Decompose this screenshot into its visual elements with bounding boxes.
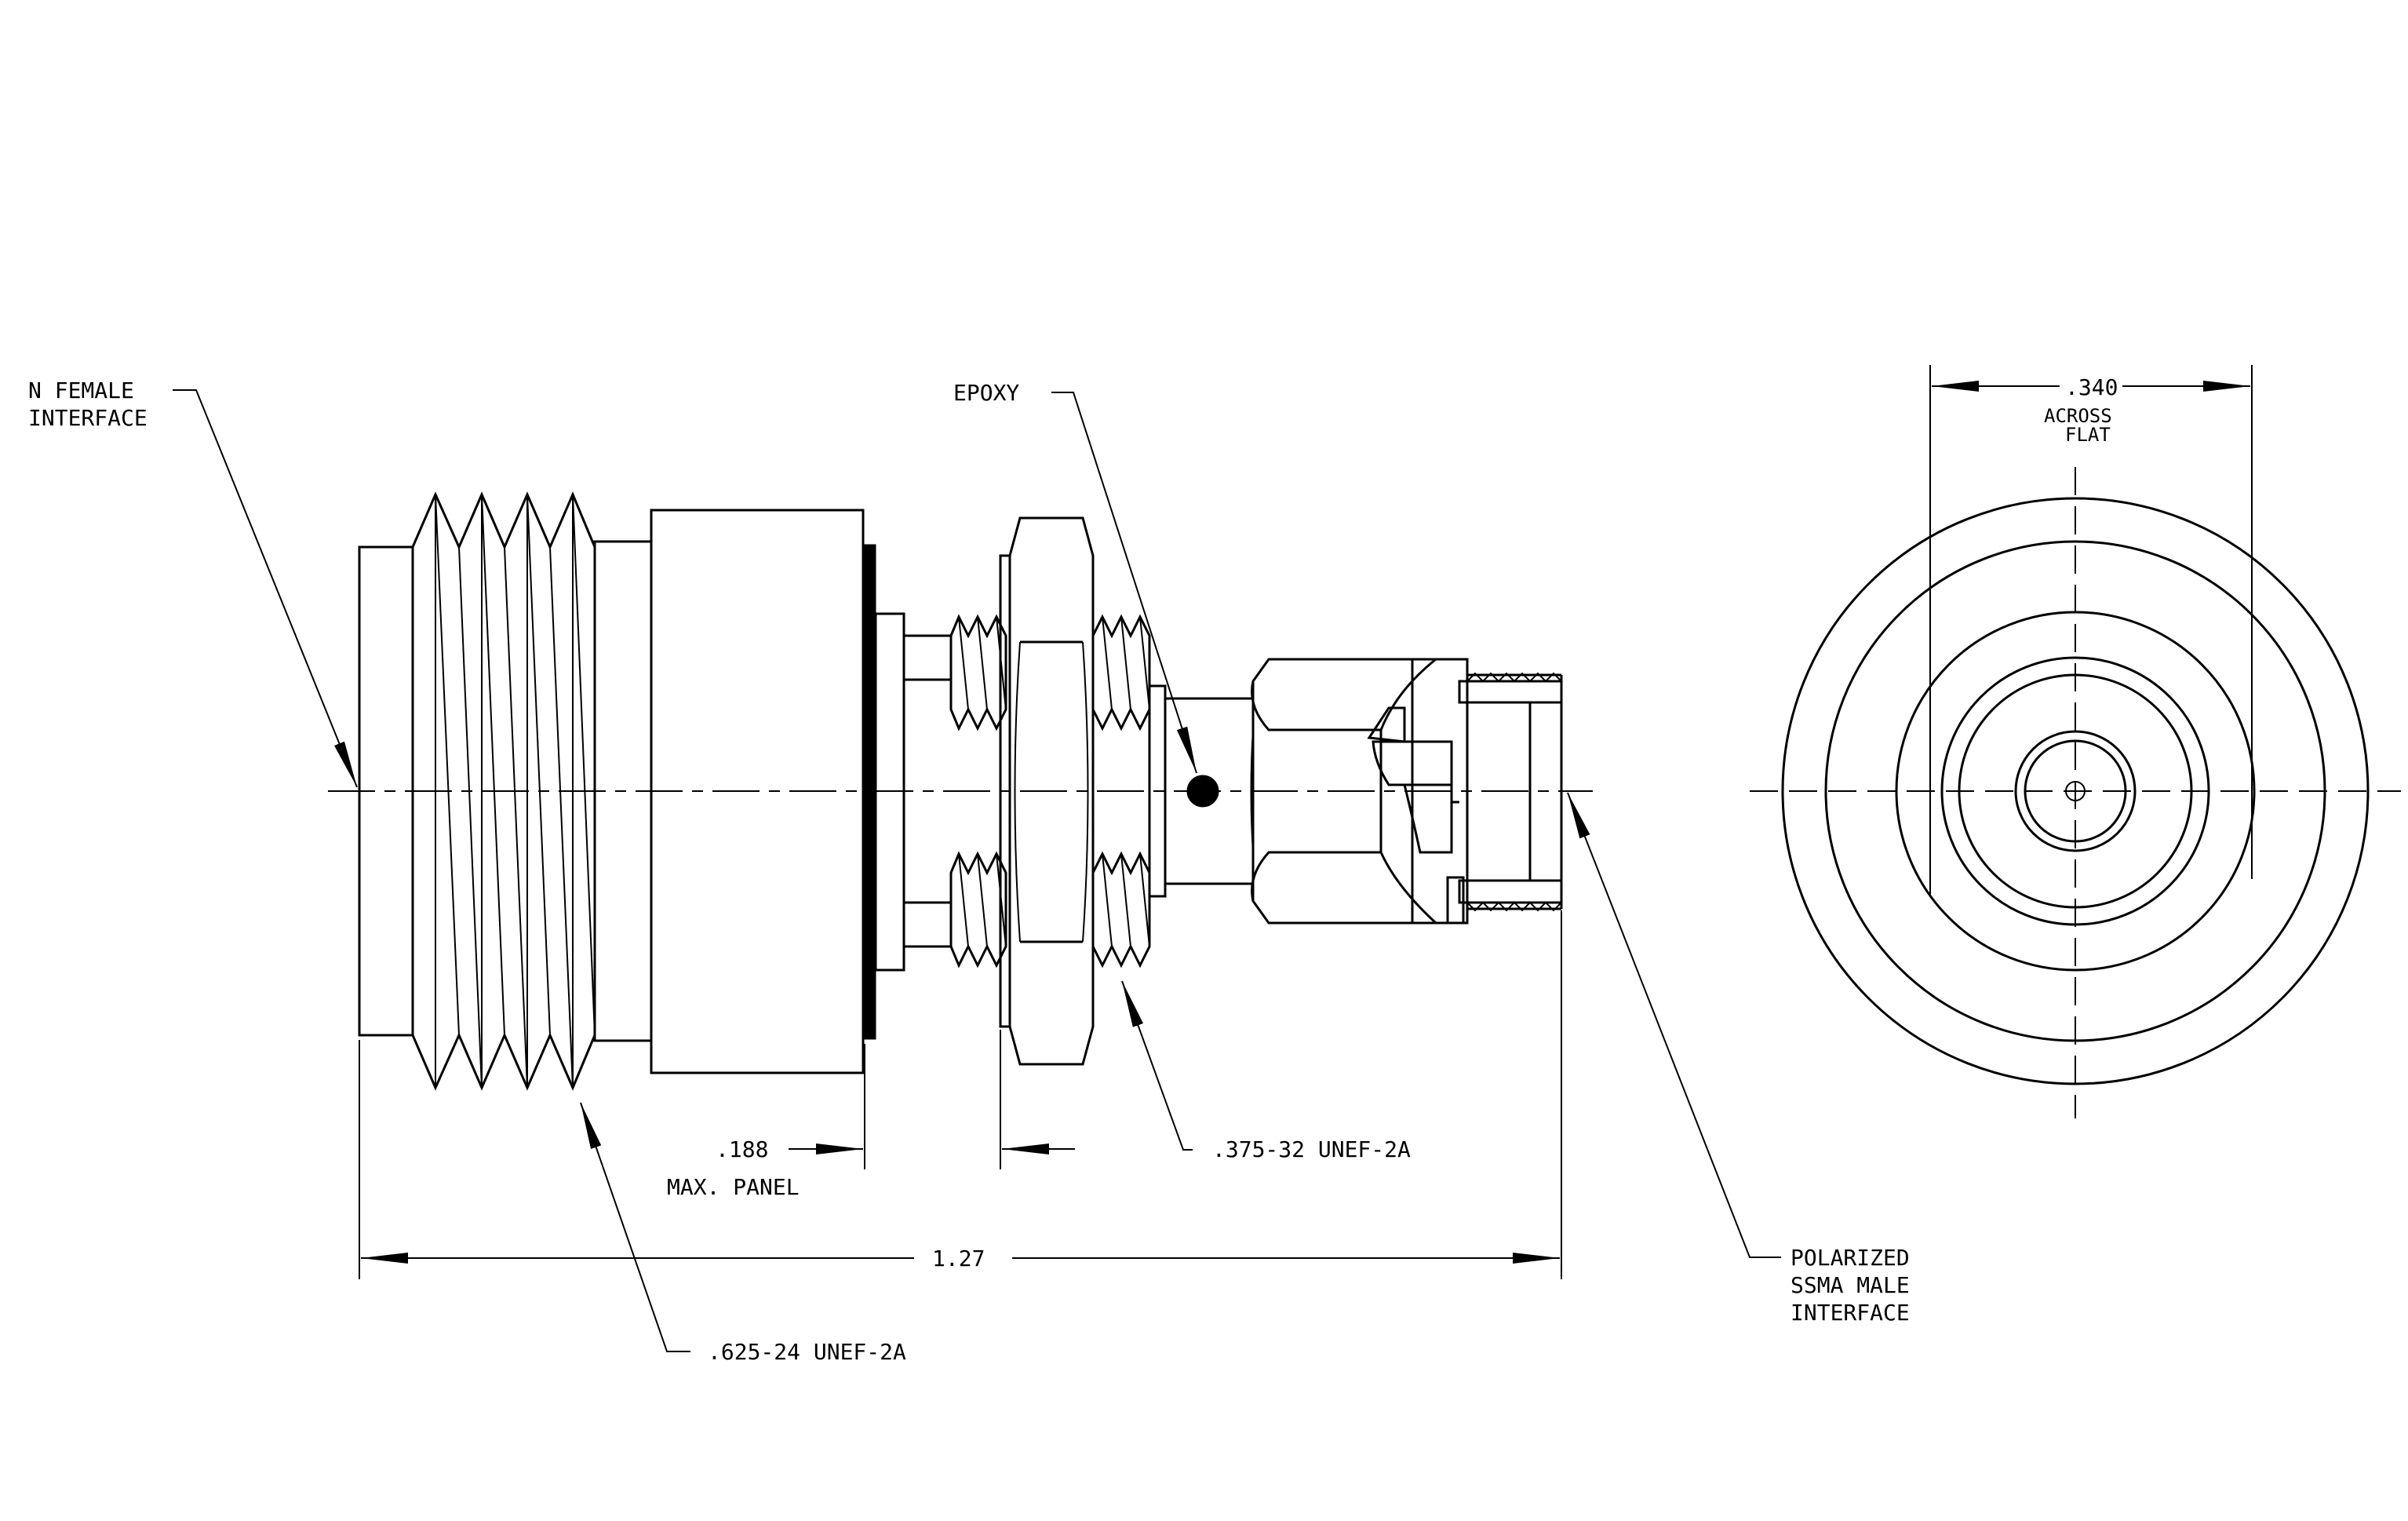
main-body	[650, 509, 865, 1074]
across-flat-label-1: ACROSS	[2044, 405, 2112, 427]
polarized-label-3: INTERFACE	[1791, 1300, 1910, 1326]
panel-dim-label: .188	[716, 1136, 768, 1162]
end-view	[1750, 365, 2401, 1118]
rear-thread	[902, 614, 1007, 968]
across-flat-label-2: FLAT	[2065, 424, 2111, 446]
text-labels: N FEMALE INTERFACE EPOXY .188 MAX. PANEL…	[28, 374, 2118, 1365]
thread-large-label: .625-24 UNEF-2A	[708, 1339, 906, 1365]
cutaway-section	[1367, 658, 1563, 925]
n-female-label-1: N FEMALE	[28, 378, 134, 403]
side-view	[328, 491, 1593, 1279]
epoxy-dot	[1186, 775, 1219, 808]
max-panel-label: MAX. PANEL	[667, 1174, 800, 1200]
polarized-label-2: SSMA MALE	[1791, 1272, 1910, 1298]
n-female-label-2: INTERFACE	[28, 405, 148, 431]
overall-length-label: 1.27	[932, 1246, 985, 1271]
across-flat-dim: .340	[2065, 374, 2118, 400]
polarized-label-1: POLARIZED	[1791, 1245, 1910, 1271]
annotations	[173, 389, 1781, 1352]
thread-small-label: .375-32 UNEF-2A	[1212, 1136, 1411, 1162]
gasket	[864, 544, 876, 1040]
panel-nut	[999, 516, 1095, 1066]
epoxy-label: EPOXY	[953, 380, 1019, 406]
